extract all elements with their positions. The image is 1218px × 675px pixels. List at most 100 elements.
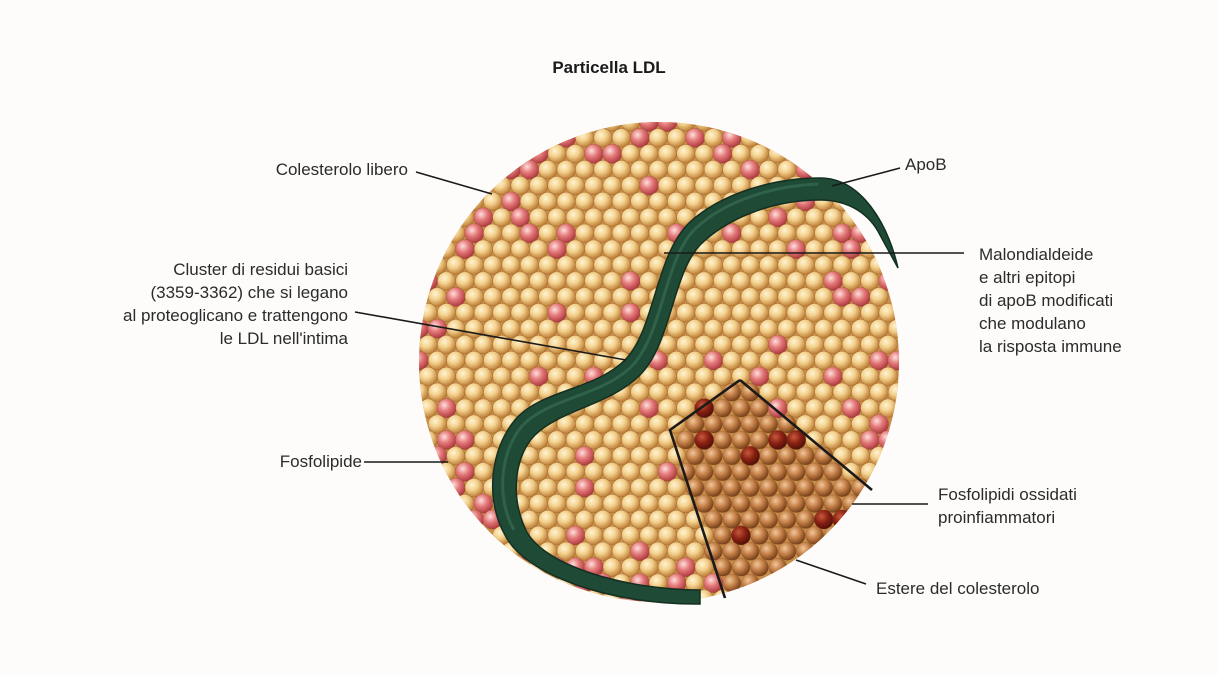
free-cholesterol: [502, 288, 520, 306]
free-cholesterol: [621, 176, 639, 194]
free-cholesterol: [732, 304, 750, 322]
cholesteryl-ester: [769, 463, 787, 481]
free-cholesterol: [677, 526, 695, 544]
cholesteryl-ester: [778, 511, 796, 529]
free-cholesterol: [483, 288, 501, 306]
free-cholesterol: [548, 145, 566, 163]
free-cholesterol: [529, 240, 547, 258]
free-cholesterol: [686, 192, 704, 210]
free-cholesterol: [603, 304, 621, 322]
free-cholesterol: [824, 304, 842, 322]
cholesteryl-ester: [750, 495, 768, 513]
free-cholesterol: [585, 208, 603, 226]
free-cholesterol: [640, 431, 658, 449]
free-cholesterol: [612, 161, 630, 179]
free-cholesterol: [824, 240, 842, 258]
phospholipid: [584, 144, 603, 163]
phospholipid: [557, 128, 576, 147]
free-cholesterol: [631, 447, 649, 465]
phospholipid: [437, 399, 456, 418]
free-cholesterol: [695, 176, 713, 194]
free-cholesterol: [474, 272, 492, 290]
free-cholesterol: [750, 272, 768, 290]
free-cholesterol: [557, 256, 575, 274]
malondialdeide-line-5: la risposta immune: [979, 335, 1122, 358]
phospholipid: [860, 430, 879, 449]
free-cholesterol: [805, 240, 823, 258]
label-apob: ApoB: [905, 153, 947, 176]
free-cholesterol: [594, 479, 612, 497]
free-cholesterol: [548, 494, 566, 512]
free-cholesterol: [870, 383, 888, 401]
cholesteryl-ester: [796, 479, 814, 497]
free-cholesterol: [603, 335, 621, 353]
phospholipid: [750, 367, 769, 386]
free-cholesterol: [603, 176, 621, 194]
free-cholesterol: [447, 256, 465, 274]
cholesteryl-ester: [815, 479, 833, 497]
cholesteryl-ester: [704, 447, 722, 465]
phospholipid: [455, 240, 474, 259]
free-cholesterol: [842, 335, 860, 353]
free-cholesterol: [575, 415, 593, 433]
cholesteryl-ester: [833, 479, 851, 497]
free-cholesterol: [861, 240, 879, 258]
free-cholesterol: [612, 415, 630, 433]
leader-colesterolo-libero: [416, 172, 492, 194]
free-cholesterol: [483, 351, 501, 369]
free-cholesterol: [603, 494, 621, 512]
free-cholesterol: [548, 335, 566, 353]
free-cholesterol: [631, 224, 649, 242]
phospholipid: [842, 240, 861, 259]
cholesteryl-ester: [714, 495, 732, 513]
free-cholesterol: [539, 479, 557, 497]
free-cholesterol: [667, 351, 685, 369]
free-cholesterol: [824, 335, 842, 353]
free-cholesterol: [787, 208, 805, 226]
label-fosfolipidi-ossidati: Fosfolipidi ossidati proinfiammatori: [938, 483, 1077, 529]
cholesteryl-ester: [704, 415, 722, 433]
free-cholesterol: [594, 192, 612, 210]
free-cholesterol: [548, 431, 566, 449]
free-cholesterol: [566, 240, 584, 258]
phospholipid: [713, 144, 732, 163]
free-cholesterol: [658, 494, 676, 512]
free-cholesterol: [575, 192, 593, 210]
free-cholesterol: [539, 510, 557, 528]
free-cholesterol: [787, 335, 805, 353]
free-cholesterol: [557, 320, 575, 338]
free-cholesterol: [612, 510, 630, 528]
phospholipid: [639, 399, 658, 418]
free-cholesterol: [493, 272, 511, 290]
free-cholesterol: [621, 240, 639, 258]
phospholipid: [501, 160, 520, 179]
free-cholesterol: [585, 494, 603, 512]
phospholipid: [639, 176, 658, 195]
label-estere: Estere del colesterolo: [876, 577, 1039, 600]
free-cholesterol: [851, 447, 869, 465]
free-cholesterol: [566, 304, 584, 322]
free-cholesterol: [557, 479, 575, 497]
free-cholesterol: [769, 145, 787, 163]
free-cholesterol: [493, 240, 511, 258]
phospholipid: [520, 160, 539, 179]
cluster-line-1: Cluster di residui basici: [123, 258, 348, 281]
free-cholesterol: [621, 208, 639, 226]
label-colesterolo-libero: Colesterolo libero: [276, 158, 408, 181]
cholesteryl-ester: [714, 431, 732, 449]
cholesteryl-ester: [769, 526, 787, 544]
cholesteryl-ester: [723, 479, 741, 497]
free-cholesterol: [603, 113, 621, 131]
free-cholesterol: [621, 145, 639, 163]
phospholipid: [419, 271, 438, 290]
phospholipid: [465, 510, 484, 529]
free-cholesterol: [502, 320, 520, 338]
free-cholesterol: [704, 288, 722, 306]
free-cholesterol: [474, 463, 492, 481]
free-cholesterol: [842, 367, 860, 385]
free-cholesterol: [603, 208, 621, 226]
free-cholesterol: [640, 272, 658, 290]
free-cholesterol: [437, 240, 455, 258]
free-cholesterol: [612, 192, 630, 210]
free-cholesterol: [732, 335, 750, 353]
